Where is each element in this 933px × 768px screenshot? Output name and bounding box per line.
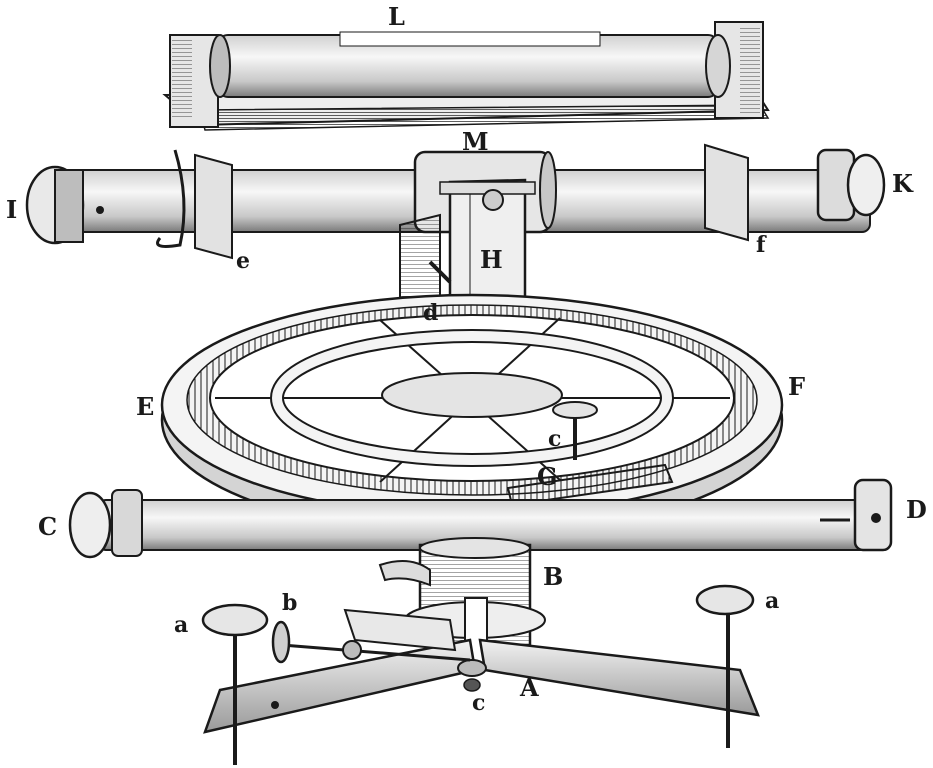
label-c-upper: c — [548, 426, 561, 452]
label-K: K — [892, 169, 914, 198]
label-E: E — [136, 392, 154, 421]
label-b: b — [282, 590, 297, 616]
label-I: I — [6, 195, 17, 224]
label-C: C — [38, 512, 57, 541]
label-B: B — [543, 562, 563, 591]
label-e: e — [236, 248, 250, 274]
label-F: F — [788, 372, 805, 401]
label-d: d — [423, 300, 438, 326]
tripod-base — [201, 584, 760, 765]
lower-telescope — [68, 478, 893, 559]
pivot-column — [378, 537, 546, 669]
label-c-lower: c — [472, 690, 485, 716]
spirit-level — [162, 21, 770, 131]
label-H: H — [480, 245, 503, 274]
label-a-left: a — [174, 612, 188, 638]
label-L: L — [388, 2, 405, 31]
label-A: A — [519, 673, 539, 702]
label-f: f — [756, 232, 767, 258]
label-G: G — [537, 462, 558, 491]
azimuth-circle — [160, 293, 784, 537]
label-D: D — [906, 495, 927, 524]
figure-labels: L M I K e f H d E F c G C D B a a b c A — [6, 2, 927, 716]
label-M: M — [462, 127, 489, 156]
label-a-right: a — [765, 588, 779, 614]
